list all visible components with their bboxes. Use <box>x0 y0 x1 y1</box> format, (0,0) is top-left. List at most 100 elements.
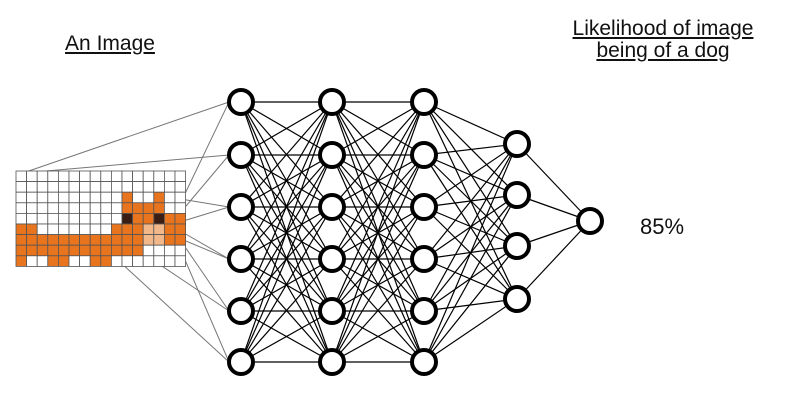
pixel-cell <box>132 223 144 236</box>
pixel-cell <box>163 170 176 183</box>
pixel-cell <box>47 244 59 257</box>
network-edge <box>240 101 333 312</box>
pixel-cell <box>68 212 81 225</box>
pixel-cell <box>163 244 176 257</box>
pixel-cell <box>100 191 112 204</box>
pixel-cell <box>132 255 144 267</box>
pixel-cell <box>89 170 102 183</box>
network-edge <box>423 143 518 363</box>
pixel-cell <box>36 191 49 204</box>
pixel-cell <box>163 223 176 236</box>
pixel-cell <box>58 234 70 246</box>
pixel-cell <box>121 223 134 236</box>
network-edge <box>331 101 425 208</box>
neuron-node-l3-3 <box>410 193 438 221</box>
pixel-cell <box>153 202 165 214</box>
pixel-cell <box>47 212 59 225</box>
pixel-cell <box>47 234 59 246</box>
network-edge <box>423 143 518 208</box>
network-edge <box>240 101 333 260</box>
network-edge <box>423 101 518 196</box>
pixel-cell <box>111 255 123 267</box>
pixel-cell <box>142 181 155 193</box>
pixel-cell <box>36 255 49 267</box>
network-edge <box>423 245 518 363</box>
pixel-cell <box>47 255 59 267</box>
pixel-cell <box>58 181 70 193</box>
pixel-cell <box>79 223 91 236</box>
pixel-cell <box>132 170 144 183</box>
pixel-cell <box>15 223 28 236</box>
pixel-cell <box>26 170 38 183</box>
output-likelihood-label: Likelihood of image being of a dog <box>548 18 778 62</box>
pixel-cell <box>79 244 91 257</box>
neuron-node-l1-3 <box>227 193 255 221</box>
neuron-node-l4-2 <box>503 181 531 209</box>
input-image-label: An Image <box>65 32 155 55</box>
output-label-line-2: being of a dog <box>596 39 730 62</box>
pixel-cell <box>79 212 91 225</box>
network-edge <box>423 194 518 363</box>
pixel-cell <box>58 223 70 236</box>
pixel-cell <box>47 181 59 193</box>
network-edge <box>331 101 425 156</box>
pixel-cell <box>174 212 187 225</box>
pixel-cell <box>15 255 28 267</box>
pixel-cell <box>121 191 134 204</box>
pixel-cell <box>163 212 176 225</box>
pixel-cell <box>15 170 28 183</box>
pixel-cell <box>89 191 102 204</box>
pixel-cell <box>132 202 144 214</box>
pixel-cell <box>100 223 112 236</box>
pixel-cell <box>153 212 165 225</box>
pixel-cell <box>68 170 81 183</box>
pixel-cell <box>47 202 59 214</box>
pixel-cell <box>15 244 28 257</box>
pixel-cell <box>111 191 123 204</box>
pixel-cell <box>132 212 144 225</box>
pixel-cell <box>174 191 187 204</box>
neuron-node-l2-4 <box>318 245 346 273</box>
pixel-cell <box>26 191 38 204</box>
neuron-node-l3-5 <box>410 297 438 325</box>
pixel-cell <box>121 244 134 257</box>
pixel-cell <box>26 202 38 214</box>
network-edge <box>331 206 425 363</box>
neuron-node-l1-5 <box>227 297 255 325</box>
pixel-cell <box>142 212 155 225</box>
pixel-cell <box>163 181 176 193</box>
pixel-cell <box>47 191 59 204</box>
pixel-cell <box>153 223 165 236</box>
network-edge <box>240 310 333 363</box>
pixel-cell <box>79 202 91 214</box>
pixel-cell <box>121 255 134 267</box>
network-edge <box>423 298 518 312</box>
pixel-cell <box>26 223 38 236</box>
pixel-cell <box>47 223 59 236</box>
pixel-cell <box>26 244 38 257</box>
pixel-cell <box>89 181 102 193</box>
pixel-cell <box>68 191 81 204</box>
pixel-cell <box>163 191 176 204</box>
pixel-cell <box>68 255 81 267</box>
pixel-cell <box>142 234 155 246</box>
neuron-node-l2-2 <box>318 141 346 169</box>
pixel-cell <box>58 255 70 267</box>
pixel-cell <box>36 223 49 236</box>
neuron-node-l2-5 <box>318 297 346 325</box>
neuron-node-l2-6 <box>318 348 346 376</box>
pixel-cell <box>79 181 91 193</box>
network-edge <box>423 143 518 312</box>
pixel-cell <box>79 170 91 183</box>
pixel-cell <box>132 244 144 257</box>
pixel-cell <box>142 223 155 236</box>
pixel-cell <box>89 234 102 246</box>
pixel-cell <box>121 212 134 225</box>
pixel-cell <box>89 202 102 214</box>
neuron-node-l2-1 <box>318 88 346 116</box>
neuron-node-l5-1 <box>576 207 604 235</box>
pixel-cell <box>142 170 155 183</box>
neuron-node-l2-3 <box>318 193 346 221</box>
pixel-cell <box>15 202 28 214</box>
